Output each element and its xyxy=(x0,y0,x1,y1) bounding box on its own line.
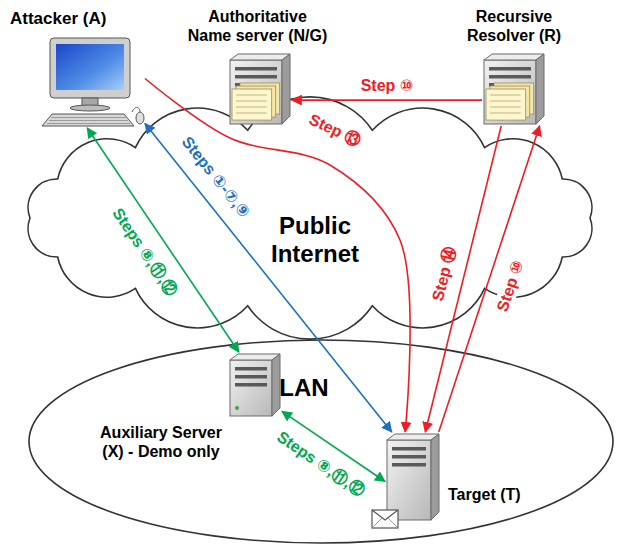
lan-ellipse-shape xyxy=(28,338,614,545)
name-server-shape xyxy=(228,52,292,126)
lan-ellipse: LANAuxiliary Server (X) - Demo onlyTarge… xyxy=(28,338,614,545)
node-label: Public Internet xyxy=(260,212,370,269)
step-label: Step ⑩ xyxy=(358,76,417,95)
attacker-computer-shape xyxy=(40,38,145,128)
node-label: Attacker (A) xyxy=(10,9,160,29)
name-server: Authoritative Name server (N/G) xyxy=(228,52,292,126)
node-label: Recursive Resolver (R) xyxy=(459,8,569,46)
node-label: Target (T) xyxy=(448,486,548,505)
node-label: Authoritative Name server (N/G) xyxy=(186,8,329,46)
node-label: LAN xyxy=(274,374,334,402)
envelope-icon xyxy=(371,509,399,529)
step-arrow xyxy=(292,99,482,101)
auxiliary-server: Auxiliary Server (X) - Demo only xyxy=(228,352,282,418)
target-server: Target (T) xyxy=(385,432,441,522)
attacker-computer: Attacker (A) xyxy=(40,38,145,128)
node-label: Auxiliary Server (X) - Demo only xyxy=(92,424,230,462)
resolver-server-shape xyxy=(482,52,546,126)
auxiliary-server-shape xyxy=(228,352,282,418)
target-server-shape xyxy=(385,432,441,522)
resolver-server: Recursive Resolver (R) xyxy=(482,52,546,126)
internet-cloud: Public Internet xyxy=(5,100,617,340)
